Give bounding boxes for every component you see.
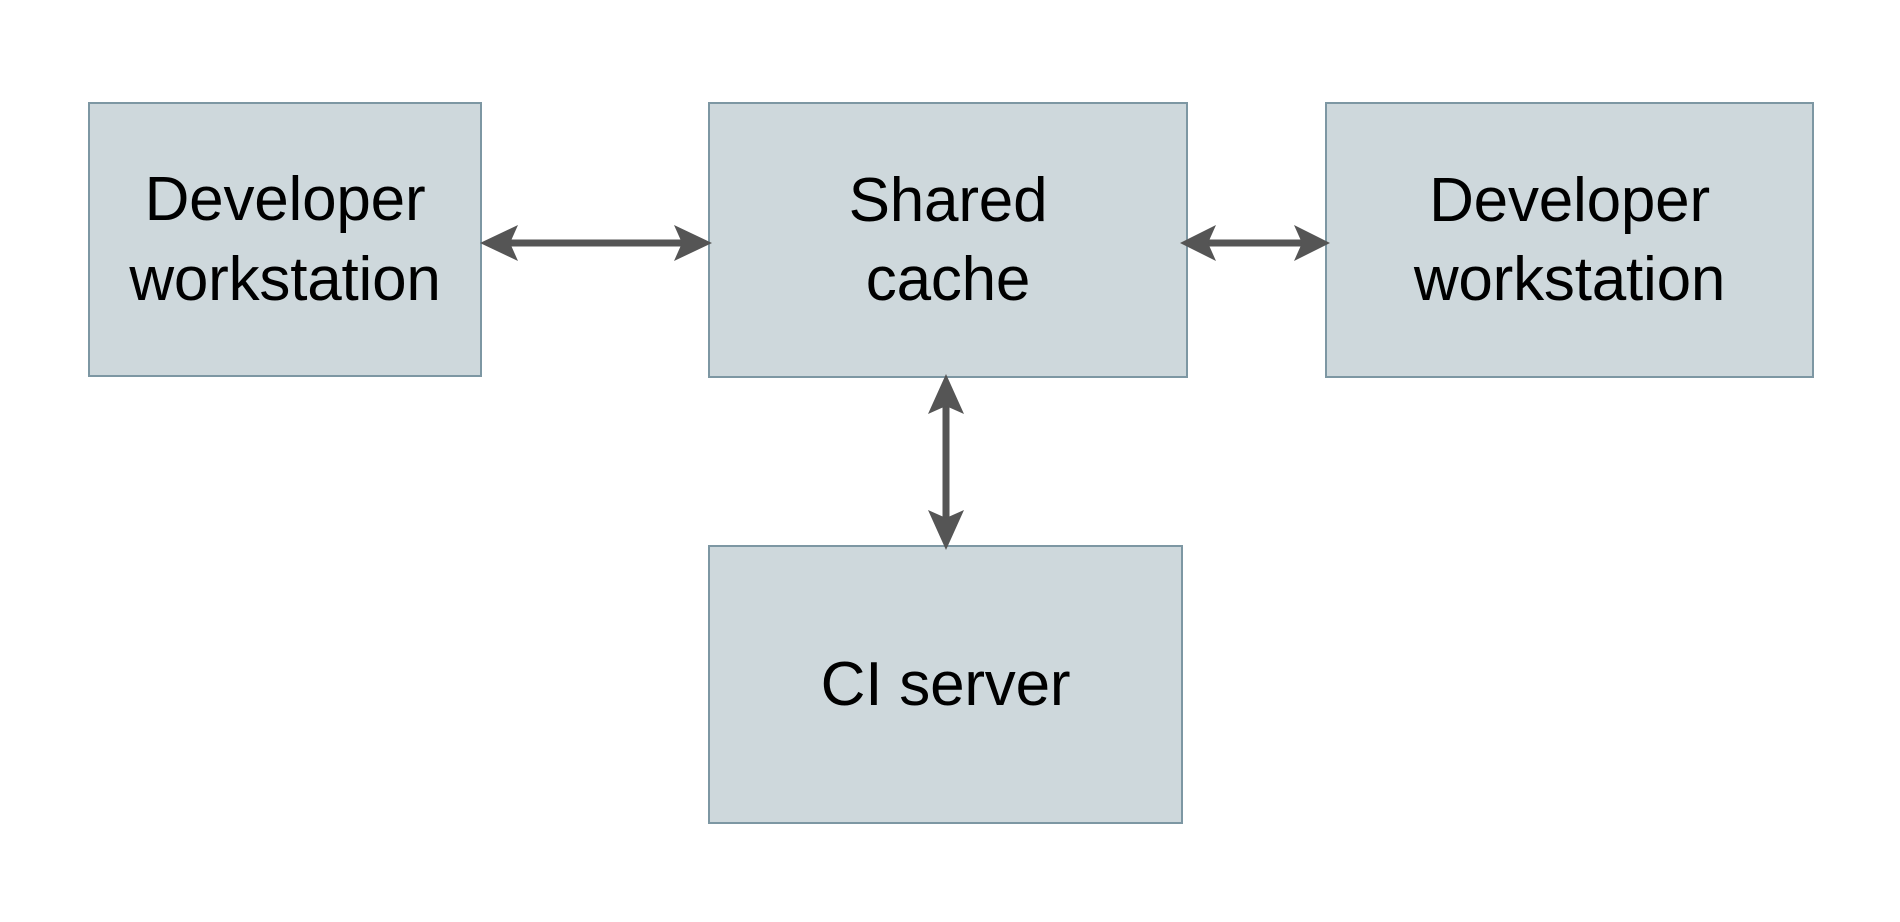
- double-arrow-icon-horizontal-right: [1180, 225, 1330, 261]
- node-developer-workstation-right[interactable]: Developer workstation: [1325, 102, 1814, 378]
- double-arrow-icon-vertical: [928, 374, 964, 550]
- node-ci-server[interactable]: CI server: [708, 545, 1183, 824]
- connector-shared-cache-to-dev-right[interactable]: [1180, 215, 1330, 271]
- connector-shared-cache-to-ci-server[interactable]: [918, 374, 974, 550]
- connector-dev-left-to-shared-cache[interactable]: [480, 215, 712, 271]
- node-shared-cache[interactable]: Shared cache: [708, 102, 1188, 378]
- double-arrow-icon-horizontal-left: [480, 225, 712, 261]
- node-label-developer-workstation-left: Developer workstation: [129, 165, 441, 314]
- node-label-shared-cache: Shared cache: [848, 165, 1048, 314]
- node-label-developer-workstation-right: Developer workstation: [1413, 165, 1726, 314]
- node-label-ci-server: CI server: [820, 649, 1071, 719]
- node-developer-workstation-left[interactable]: Developer workstation: [88, 102, 482, 377]
